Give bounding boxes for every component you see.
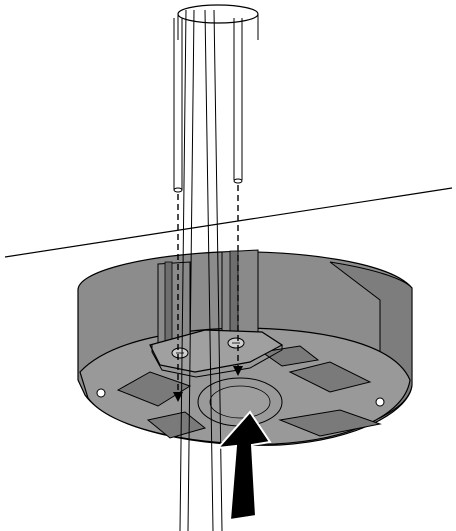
cables — [173, 9, 243, 531]
guide-arrowheads — [173, 366, 243, 402]
upward-arrow — [215, 410, 272, 522]
screws — [171, 337, 245, 359]
guide-lines — [177, 185, 239, 395]
bracket — [149, 249, 284, 378]
adhesive-pads — [116, 345, 382, 439]
ceiling-line — [4, 187, 453, 258]
ceiling-pipe — [177, 4, 259, 40]
